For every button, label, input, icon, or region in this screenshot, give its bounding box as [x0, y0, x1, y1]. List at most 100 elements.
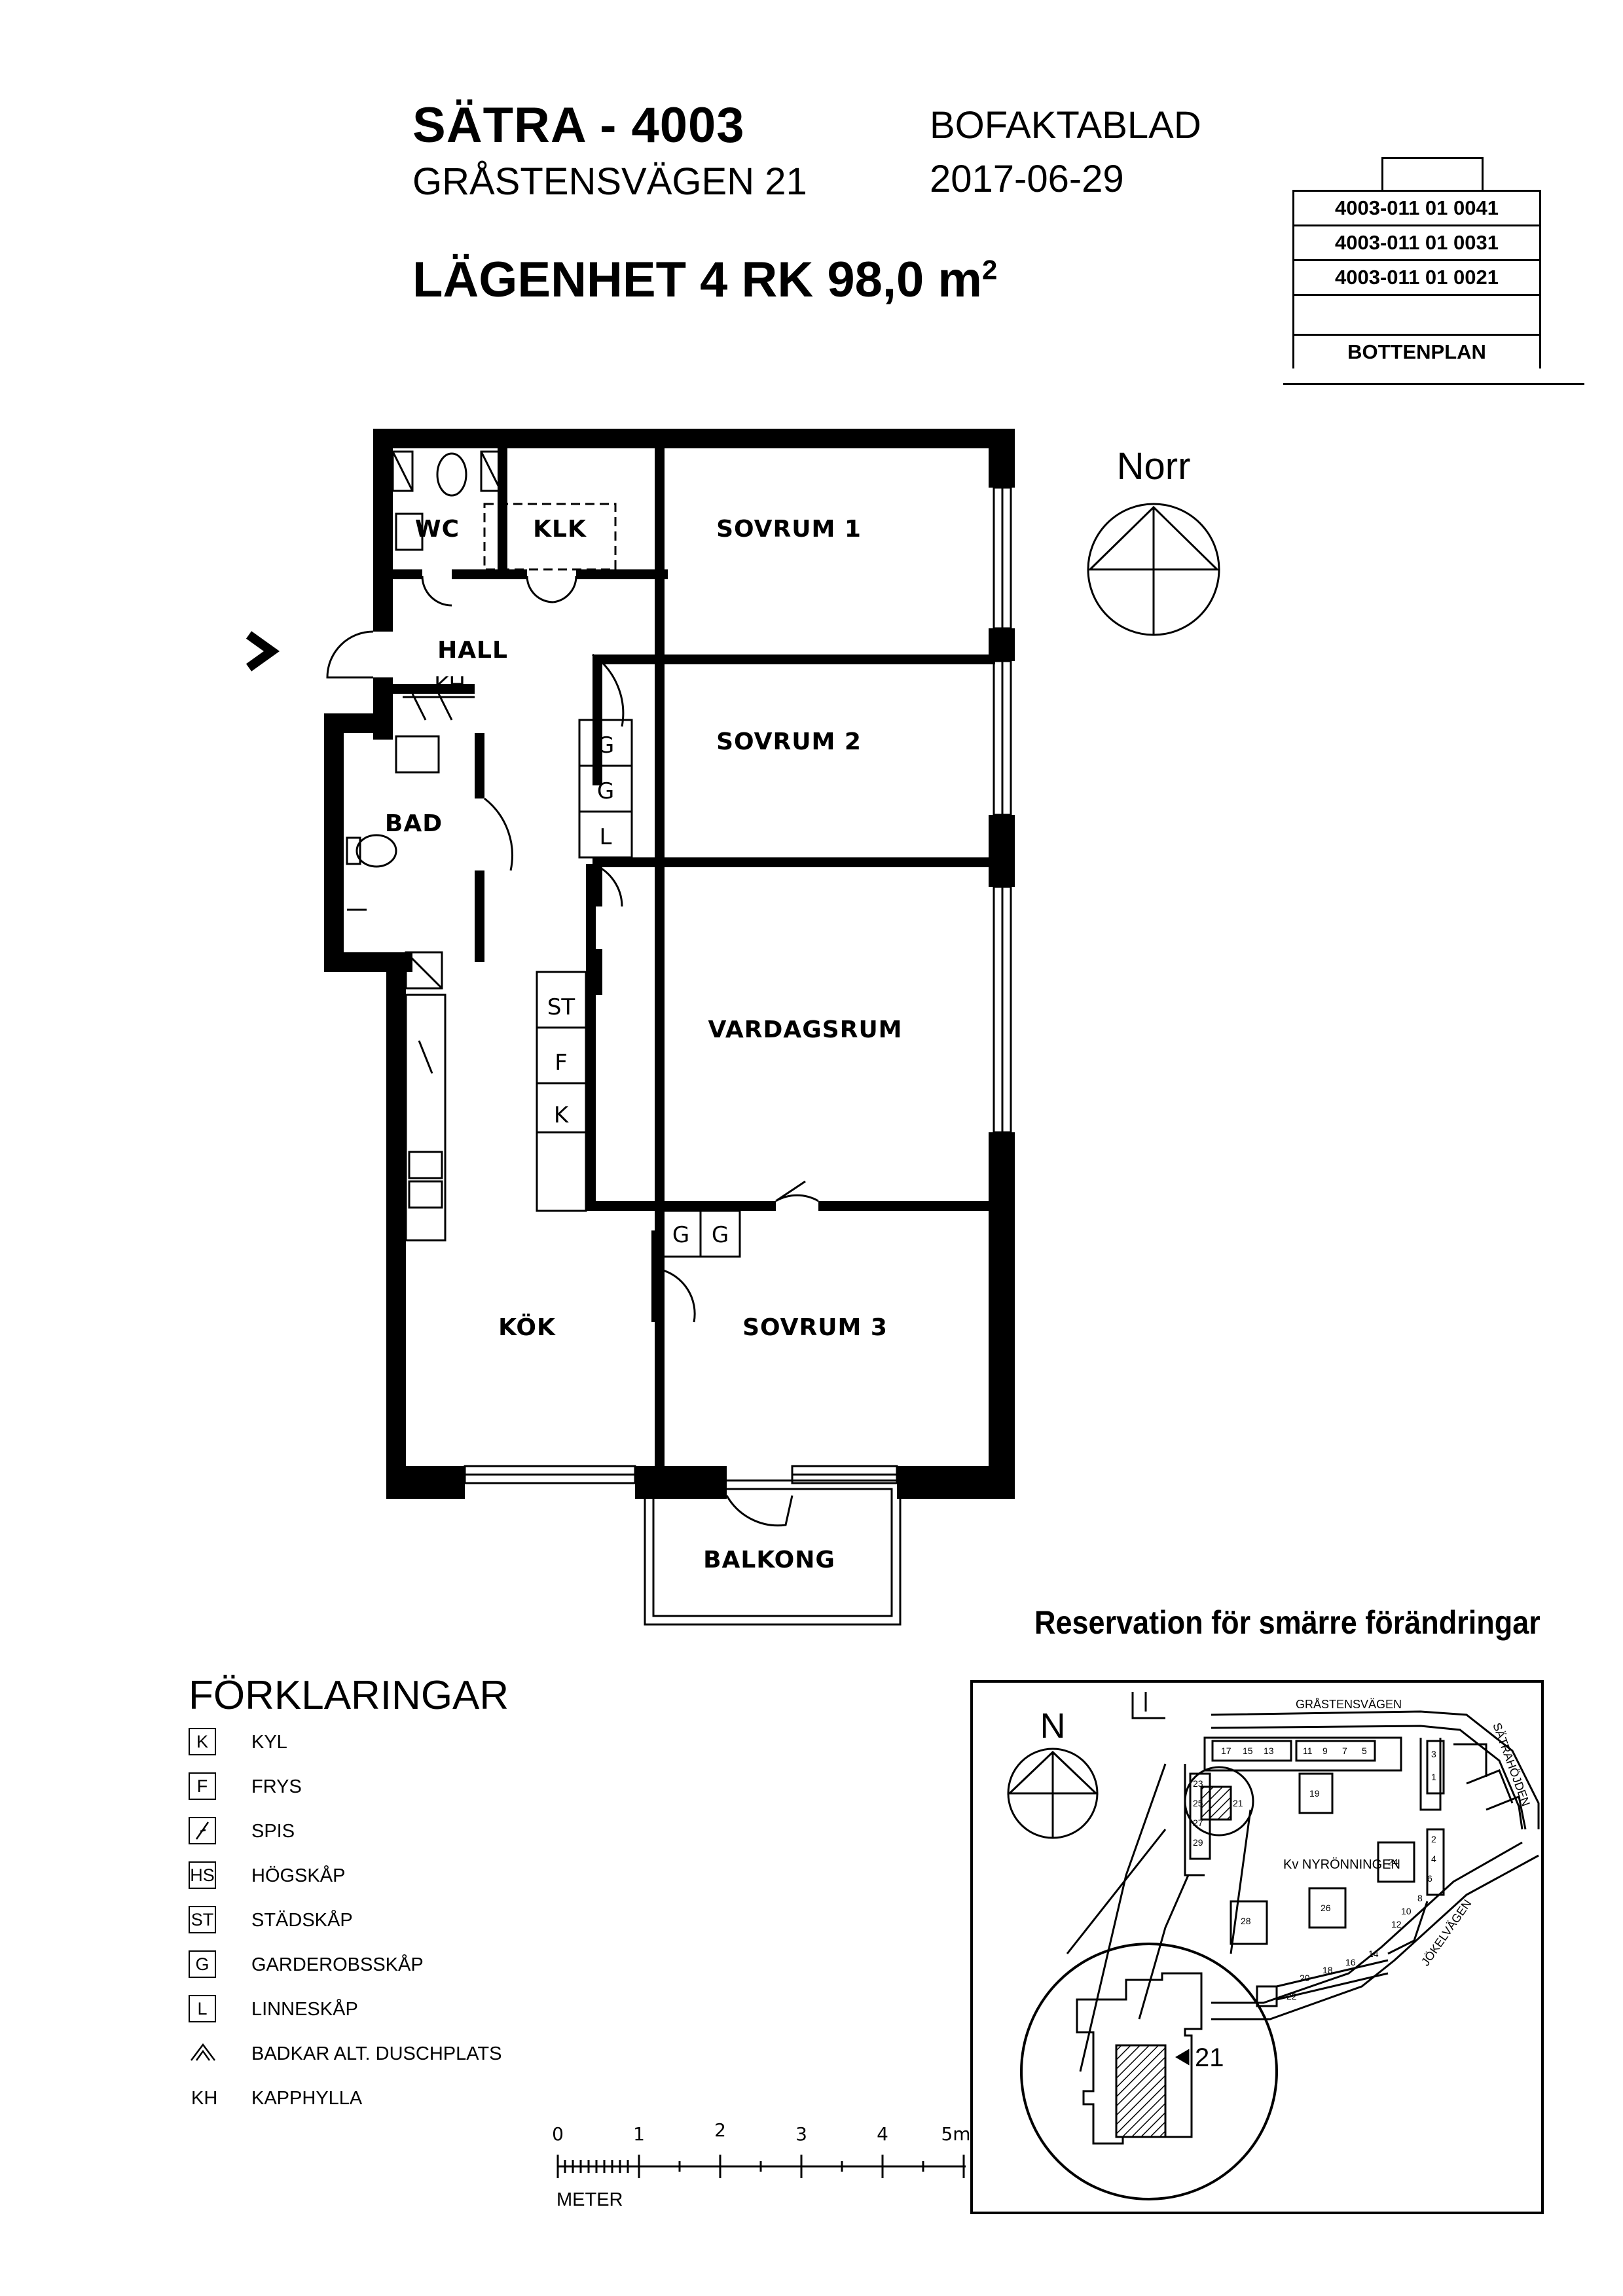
site-north-label: N — [1040, 1706, 1066, 1746]
reservation-note: Reservation för smärre förändringar — [1034, 1604, 1541, 1641]
legend-label: SPIS — [251, 1821, 295, 1842]
house-number: 23 — [1193, 1778, 1203, 1789]
house-number: 26 — [1321, 1903, 1331, 1913]
wall — [373, 429, 393, 632]
stove-icon — [189, 1817, 216, 1844]
cabinet-code: ST — [547, 994, 575, 1020]
street-name: SÄTRAHÖJDEN — [1490, 1721, 1533, 1808]
legend-code: K — [189, 1728, 216, 1755]
legend-code: G — [189, 1950, 216, 1978]
floor-stack: 4003-011 01 0041 4003-011 01 0031 4003-0… — [1292, 190, 1541, 368]
wall — [593, 726, 602, 785]
wall — [452, 569, 527, 579]
zoom-building-outline — [1076, 1972, 1203, 2145]
wall — [635, 1466, 727, 1499]
house-number: 3 — [1431, 1749, 1436, 1759]
legend-code: HS — [189, 1861, 216, 1889]
wall — [498, 448, 507, 573]
room-label: SOVRUM 3 — [742, 1314, 888, 1341]
wall — [373, 429, 1015, 448]
legend-label: STÄDSKÅP — [251, 1910, 353, 1931]
floor-row: 4003-011 01 0041 — [1292, 190, 1541, 224]
entrance-arrow — [246, 631, 280, 672]
legend-item: BADKAR ALT. DUSCHPLATS — [189, 2039, 647, 2072]
bath-shower-icon — [191, 2043, 215, 2061]
legend-title: FÖRKLARINGAR — [189, 1673, 509, 1718]
house-number: 11 — [1303, 1746, 1313, 1756]
house-number: 15 — [1243, 1746, 1253, 1756]
house-number: 24 — [1388, 1857, 1398, 1867]
page-title: SÄTRA - 4003 — [412, 98, 745, 153]
bad-toilet — [356, 834, 397, 868]
house-number: 10 — [1401, 1906, 1412, 1916]
cabinet-code: K — [554, 1102, 570, 1128]
document-date: 2017-06-29 — [930, 158, 1124, 200]
scale-tick: 2 — [714, 2119, 726, 2141]
stack-roof — [1381, 157, 1484, 192]
wall — [576, 569, 668, 579]
apartment-heading: LÄGENHET 4 RK 98,0 m2 — [412, 251, 997, 308]
legend-item: L LINNESKÅP — [189, 1995, 647, 2028]
wall — [386, 952, 406, 1499]
room-label: VARDAGSRUM — [708, 1016, 903, 1043]
shaft — [480, 450, 502, 492]
house-number: 12 — [1391, 1919, 1402, 1929]
wall — [386, 1466, 465, 1499]
street-name: JÖKELVÄGEN — [1419, 1897, 1474, 1969]
site-map: N — [970, 1680, 1544, 2214]
room-label: HALL — [437, 637, 508, 664]
wall — [475, 870, 484, 962]
floor-row: 4003-011 01 0021 — [1292, 259, 1541, 294]
legend-label: KYL — [251, 1732, 287, 1753]
house-number: 25 — [1193, 1798, 1203, 1808]
scale-tick: 4 — [877, 2123, 888, 2145]
legend-label: BADKAR ALT. DUSCHPLATS — [251, 2043, 502, 2064]
legend-label: GARDEROBSSKÅP — [251, 1954, 424, 1975]
legend-item: SPIS — [189, 1817, 647, 1850]
legend-item: K KYL — [189, 1728, 647, 1761]
room-label: WC — [415, 516, 460, 543]
zoom-circle — [1020, 1943, 1278, 2200]
scale-unit: METER — [556, 2189, 623, 2210]
legend-item: G GARDEROBSSKÅP — [189, 1950, 647, 1983]
wall — [586, 1201, 776, 1211]
house-number: 14 — [1368, 1948, 1379, 1959]
wall — [593, 655, 995, 664]
room-label: SOVRUM 1 — [716, 516, 862, 543]
ground-line — [1283, 383, 1584, 385]
legend-code: L — [189, 1995, 216, 2022]
legend-label: FRYS — [251, 1776, 302, 1797]
house-number: 13 — [1264, 1746, 1274, 1756]
document-type: BOFAKTABLAD — [930, 104, 1201, 147]
house-number: 16 — [1345, 1957, 1356, 1967]
wall — [989, 1132, 1015, 1499]
house-number: 18 — [1322, 1965, 1333, 1975]
north-label: Norr — [1117, 445, 1191, 488]
wall — [593, 867, 602, 906]
apartment-sup: 2 — [982, 254, 998, 285]
cabinet-code: F — [555, 1050, 568, 1076]
legend-code: F — [189, 1772, 216, 1800]
wall — [593, 857, 995, 867]
wall — [475, 733, 484, 798]
floor-row-current: BOTTENPLAN — [1292, 334, 1541, 368]
apartment-text: LÄGENHET 4 RK 98,0 m — [412, 252, 982, 308]
house-number: 27 — [1193, 1818, 1203, 1828]
room-label: SOVRUM 2 — [716, 728, 862, 755]
wc-toilet — [436, 452, 467, 497]
house-number: 2 — [1431, 1834, 1436, 1844]
legend-item: KH KAPPHYLLA — [189, 2084, 647, 2117]
legend-label: KAPPHYLLA — [251, 2088, 363, 2109]
house-number: 29 — [1193, 1837, 1203, 1848]
floor-row — [1292, 294, 1541, 334]
wall — [818, 1201, 995, 1211]
balcony-outline — [644, 1479, 902, 1626]
house-number: 19 — [1309, 1788, 1320, 1799]
floor-row: 4003-011 01 0031 — [1292, 224, 1541, 259]
room-label: KÖK — [498, 1314, 556, 1341]
north-compass-icon — [1087, 503, 1220, 636]
wall — [651, 1230, 661, 1322]
wall — [373, 569, 422, 579]
sovrum2-cabinets — [578, 719, 633, 859]
scale-tick: 5m — [941, 2123, 970, 2145]
